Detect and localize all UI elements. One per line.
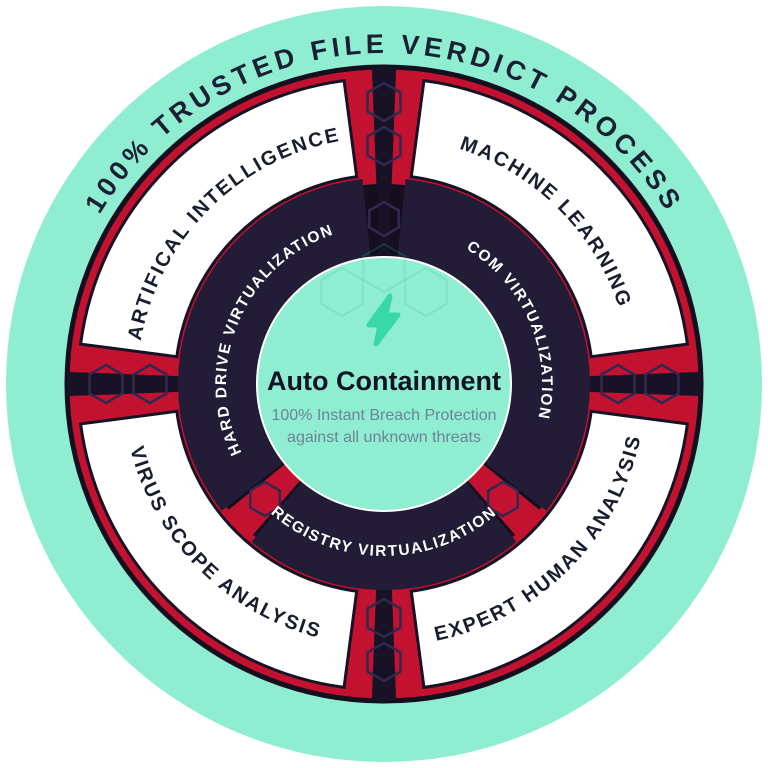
white-segment-artificial-intelligence — [78, 78, 359, 359]
hexagon-icon — [320, 266, 364, 318]
inner-gap-red-left — [223, 460, 304, 540]
hexagon-icon — [600, 363, 636, 405]
hexagon-icon — [132, 363, 168, 405]
white-segment-virus-scope-analysis — [78, 409, 359, 690]
hexagon-icon — [366, 597, 402, 639]
gap-bar-right — [579, 371, 702, 397]
gap-bar-bottom — [371, 579, 397, 702]
white-segment-expert-human-analysis — [409, 409, 690, 690]
hexagon-icon — [249, 480, 281, 518]
white-segment-machine-learning — [409, 78, 690, 359]
hexagon-icon — [487, 480, 519, 518]
center-disc — [256, 256, 512, 512]
hexagon-icon — [366, 125, 402, 167]
hexagon-icon — [368, 200, 400, 238]
inner-gap-red-right — [464, 460, 545, 540]
hexagon-icon — [366, 81, 402, 123]
hexagon-icon — [362, 242, 406, 294]
center-subtitle-line-2: against all unknown threats — [287, 429, 481, 446]
dark-segment-com-virtualization — [397, 179, 591, 511]
center-title: Auto Containment — [267, 366, 501, 396]
center-subtitle-line-1: 100% Instant Breach Protection — [271, 407, 496, 424]
hexagon-icon — [88, 363, 124, 405]
dark-segment-hard-drive-virtualization — [177, 179, 371, 511]
hexagon-icon — [366, 641, 402, 683]
hexagon-icon — [644, 363, 680, 405]
dark-segment-registry-virtualization — [251, 480, 517, 591]
gap-bar-left — [66, 371, 189, 397]
hexagon-icon — [404, 266, 448, 318]
lightning-bolt-icon — [366, 293, 401, 347]
